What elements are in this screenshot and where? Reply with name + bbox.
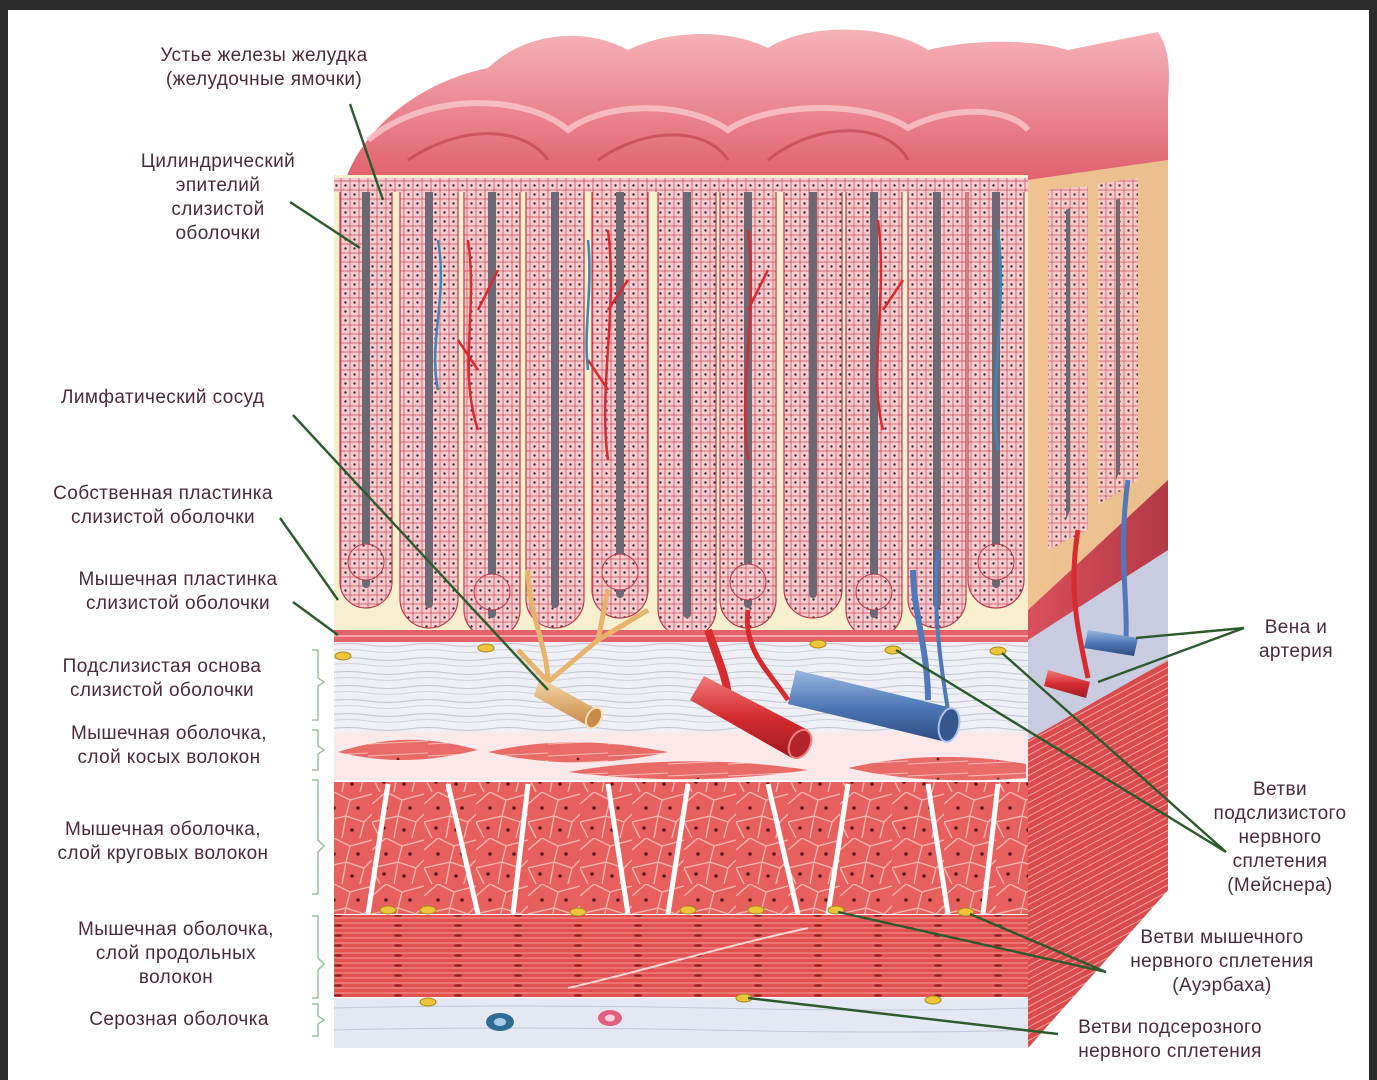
right-side-face xyxy=(1028,160,1168,1048)
gland-lumen xyxy=(488,188,496,618)
gland-lumen xyxy=(809,188,817,598)
label-subserosal-plexus: Ветви подсерозного нервного сплетения xyxy=(1048,1016,1292,1064)
gland-lumen xyxy=(616,188,624,598)
stomach-wall-diagram: Устье железы желудка (желудочные ямочки)… xyxy=(8,10,1369,1080)
label-lamina-propria: Собственная пластинка слизистой оболочки xyxy=(18,482,308,530)
gland-lumen xyxy=(425,188,433,608)
gland-acinus xyxy=(348,544,384,580)
serosa xyxy=(334,998,1028,1048)
gland-lumen xyxy=(362,188,370,588)
gland-lumen xyxy=(933,188,941,608)
gland-acinus xyxy=(730,564,766,600)
circular-muscle-layer xyxy=(334,782,1028,914)
label-gastric-pits: Устье железы желудка (желудочные ямочки) xyxy=(130,44,398,92)
label-vein-artery: Вена и артерия xyxy=(1244,616,1348,664)
label-serosa: Серозная оболочка xyxy=(64,1008,294,1032)
label-muscularis-mucosae: Мышечная пластинка слизистой оболочки xyxy=(48,568,308,616)
mucosal-surface xyxy=(346,29,1169,180)
label-circular-layer: Мышечная оболочка, слой круговых волокон xyxy=(18,818,308,866)
label-submucosa: Подслизистая основа слизистой оболочки xyxy=(22,655,302,703)
gland-lumen xyxy=(683,188,691,618)
gland-lumen xyxy=(551,188,559,608)
label-meissner-plexus: Ветви подслизистого нервного сплетения (… xyxy=(1194,778,1366,898)
label-longitudinal-layer: Мышечная оболочка, слой продольных волок… xyxy=(38,918,314,990)
label-oblique-layer: Мышечная оболочка, слой косых волокон xyxy=(38,722,300,770)
label-columnar-epithelium: Цилиндрический эпителий слизистой оболоч… xyxy=(108,150,328,246)
gland-acinus xyxy=(856,574,892,610)
label-auerbach-plexus: Ветви мышечного нервного сплетения (Ауэр… xyxy=(1106,926,1338,998)
label-lymph-vessel: Лимфатический сосуд xyxy=(61,386,341,410)
gland-acinus xyxy=(474,574,510,610)
gland-acinus xyxy=(602,554,638,590)
longitudinal-muscle-layer xyxy=(334,915,1028,997)
gland-lumen xyxy=(870,188,878,618)
oblique-muscle-layer xyxy=(334,732,1028,780)
surface-epithelium xyxy=(334,178,1028,192)
gland-acinus xyxy=(978,544,1014,580)
